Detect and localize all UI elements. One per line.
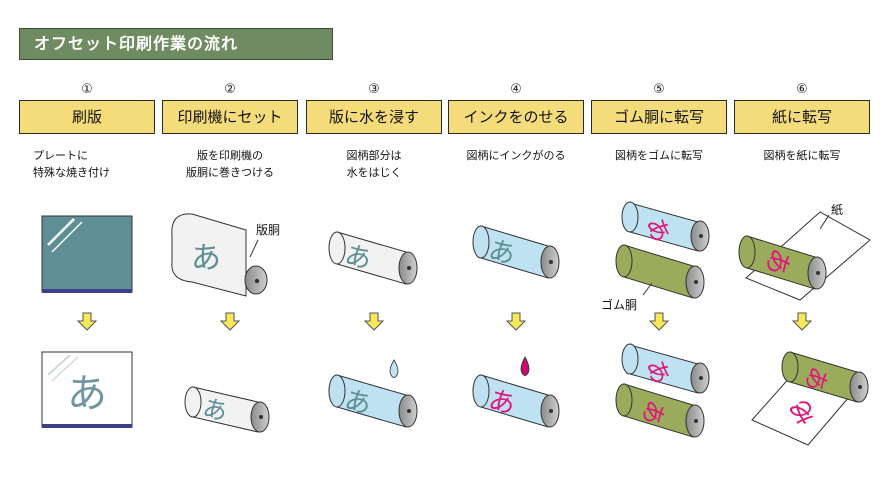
plate-wrapping-cylinder: あ: [171, 213, 268, 297]
step-number: ⑥: [796, 82, 808, 97]
step-label: 印刷機にセット: [162, 100, 298, 134]
step-label: 紙に転写: [734, 100, 870, 134]
blank-plate: [41, 215, 133, 293]
arrow-down-icon: [77, 312, 97, 331]
plate-cylinder: あ: [328, 231, 418, 285]
water-drop-icon: [389, 359, 399, 378]
exposed-plate: あ: [41, 351, 133, 428]
glyph-a: あ: [191, 241, 221, 276]
step-description: 図柄を紙に転写: [763, 149, 841, 162]
blanket-cylinder-printed: あ: [615, 383, 705, 438]
step-3: ③ 版に水を浸す 図柄部分は 水をはじく: [306, 0, 442, 483]
wrapped-cylinder: あ: [184, 386, 270, 433]
page-title: オフセット印刷作業の流れ: [19, 28, 333, 60]
step-label: 刷版: [19, 100, 155, 134]
plate-cylinder-callout: 版胴: [256, 223, 280, 237]
glyph-a: あ: [67, 371, 107, 417]
plate-cylinder: あ: [621, 343, 710, 394]
step-description: プレートに 特殊な焼き付け: [33, 149, 110, 179]
step-label: 版に水を浸す: [306, 100, 442, 134]
ink-drop-icon: [520, 356, 530, 376]
step-1: ① 刷版 プレートに 特殊な焼き付け: [19, 0, 155, 483]
step-label: インクをのせる: [448, 100, 584, 134]
inked-cylinder: あ: [472, 374, 560, 428]
step-description: 図柄部分は 水をはじく: [346, 149, 402, 179]
arrow-down-icon: [649, 312, 669, 331]
blanket-cylinder-callout: ゴム胴: [601, 297, 637, 312]
arrow-down-icon: [220, 312, 240, 331]
blanket-cylinder: [615, 244, 705, 299]
wet-cylinder: あ: [472, 225, 560, 279]
step-label: ゴム胴に転写: [591, 100, 727, 134]
arrow-down-icon: [364, 312, 384, 331]
plate-cylinder: あ: [621, 201, 710, 252]
step-number: ③: [368, 82, 380, 97]
step-description: 図柄をゴムに転写: [615, 149, 703, 162]
step-number: ④: [510, 82, 522, 97]
step-4: ④ インクをのせる 図柄にインクがのる: [448, 0, 584, 483]
paper-callout: 紙: [831, 202, 843, 217]
step-6: ⑥ 紙に転写 図柄を紙に転写: [734, 0, 870, 483]
wet-cylinder: あ: [328, 374, 418, 428]
step-number: ⑤: [653, 82, 665, 97]
blanket-cylinder-printed: あ: [781, 351, 869, 403]
step-description: 版を印刷機の 版胴に巻きつける: [186, 149, 274, 179]
step-2: ② 印刷機にセット 版を印刷機の 版胴に巻きつける: [162, 0, 298, 483]
step-description: 図柄にインクがのる: [466, 149, 566, 162]
arrow-down-icon: [506, 312, 526, 331]
step-number: ①: [81, 82, 93, 97]
step-5: ⑤ ゴム胴に転写 図柄をゴムに転写: [591, 0, 727, 483]
arrow-down-icon: [792, 312, 812, 331]
step-number: ②: [224, 82, 236, 97]
blanket-cylinder-printed: あ: [738, 235, 827, 290]
